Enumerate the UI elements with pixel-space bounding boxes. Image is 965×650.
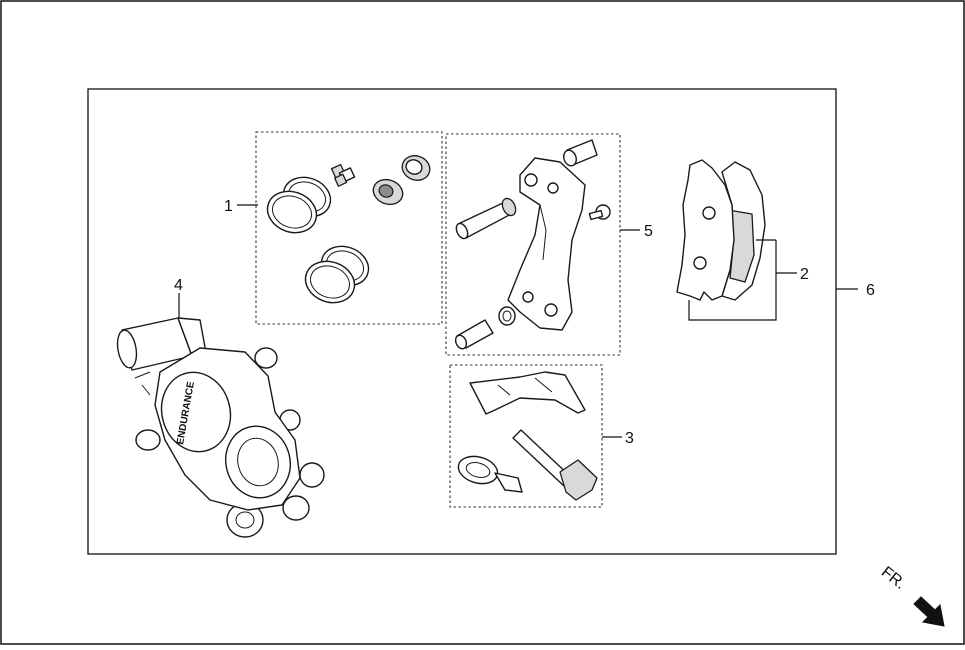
brake-pads-group: [676, 159, 777, 321]
bleeder-screw: [330, 163, 356, 187]
callout-2: 2: [800, 266, 809, 283]
hardware-group: [449, 364, 603, 508]
pin-bushing: [563, 139, 598, 167]
bracket-group: [445, 133, 621, 356]
callout-6: 6: [866, 282, 875, 299]
arrow-down-right-icon: [913, 596, 945, 627]
lock-plate: [457, 455, 523, 493]
slide-pin-upper: [455, 197, 517, 240]
brake-pad-front: [676, 159, 735, 301]
pad-spring: [469, 371, 586, 415]
callout-3: 3: [625, 430, 634, 447]
direction-indicator: FR.: [878, 564, 945, 627]
retaining-pin: [512, 429, 598, 501]
seal-kit-box: [255, 131, 443, 325]
callouts: 1 2 3 4 5 6: [174, 198, 875, 447]
callout-1: 1: [224, 198, 233, 215]
callout-5: 5: [644, 223, 653, 240]
slide-pin-lower: [454, 306, 516, 350]
dust-boot: [401, 155, 431, 181]
direction-label: FR.: [878, 564, 909, 593]
pad-bracket-line: [688, 240, 777, 321]
caliper-bracket: [507, 157, 586, 331]
bracket-box: [445, 133, 621, 356]
callout-4: 4: [174, 277, 183, 294]
bleeder-cap: [372, 178, 404, 206]
piston-seal-upper: [266, 176, 332, 234]
seal-kit-group: [255, 131, 443, 325]
small-bolt: [588, 204, 611, 221]
caliper-assembly: ENDURANCE: [116, 317, 325, 538]
assembly-box: [87, 88, 837, 555]
piston-seal-lower: [304, 245, 370, 304]
hardware-box: [449, 364, 603, 508]
